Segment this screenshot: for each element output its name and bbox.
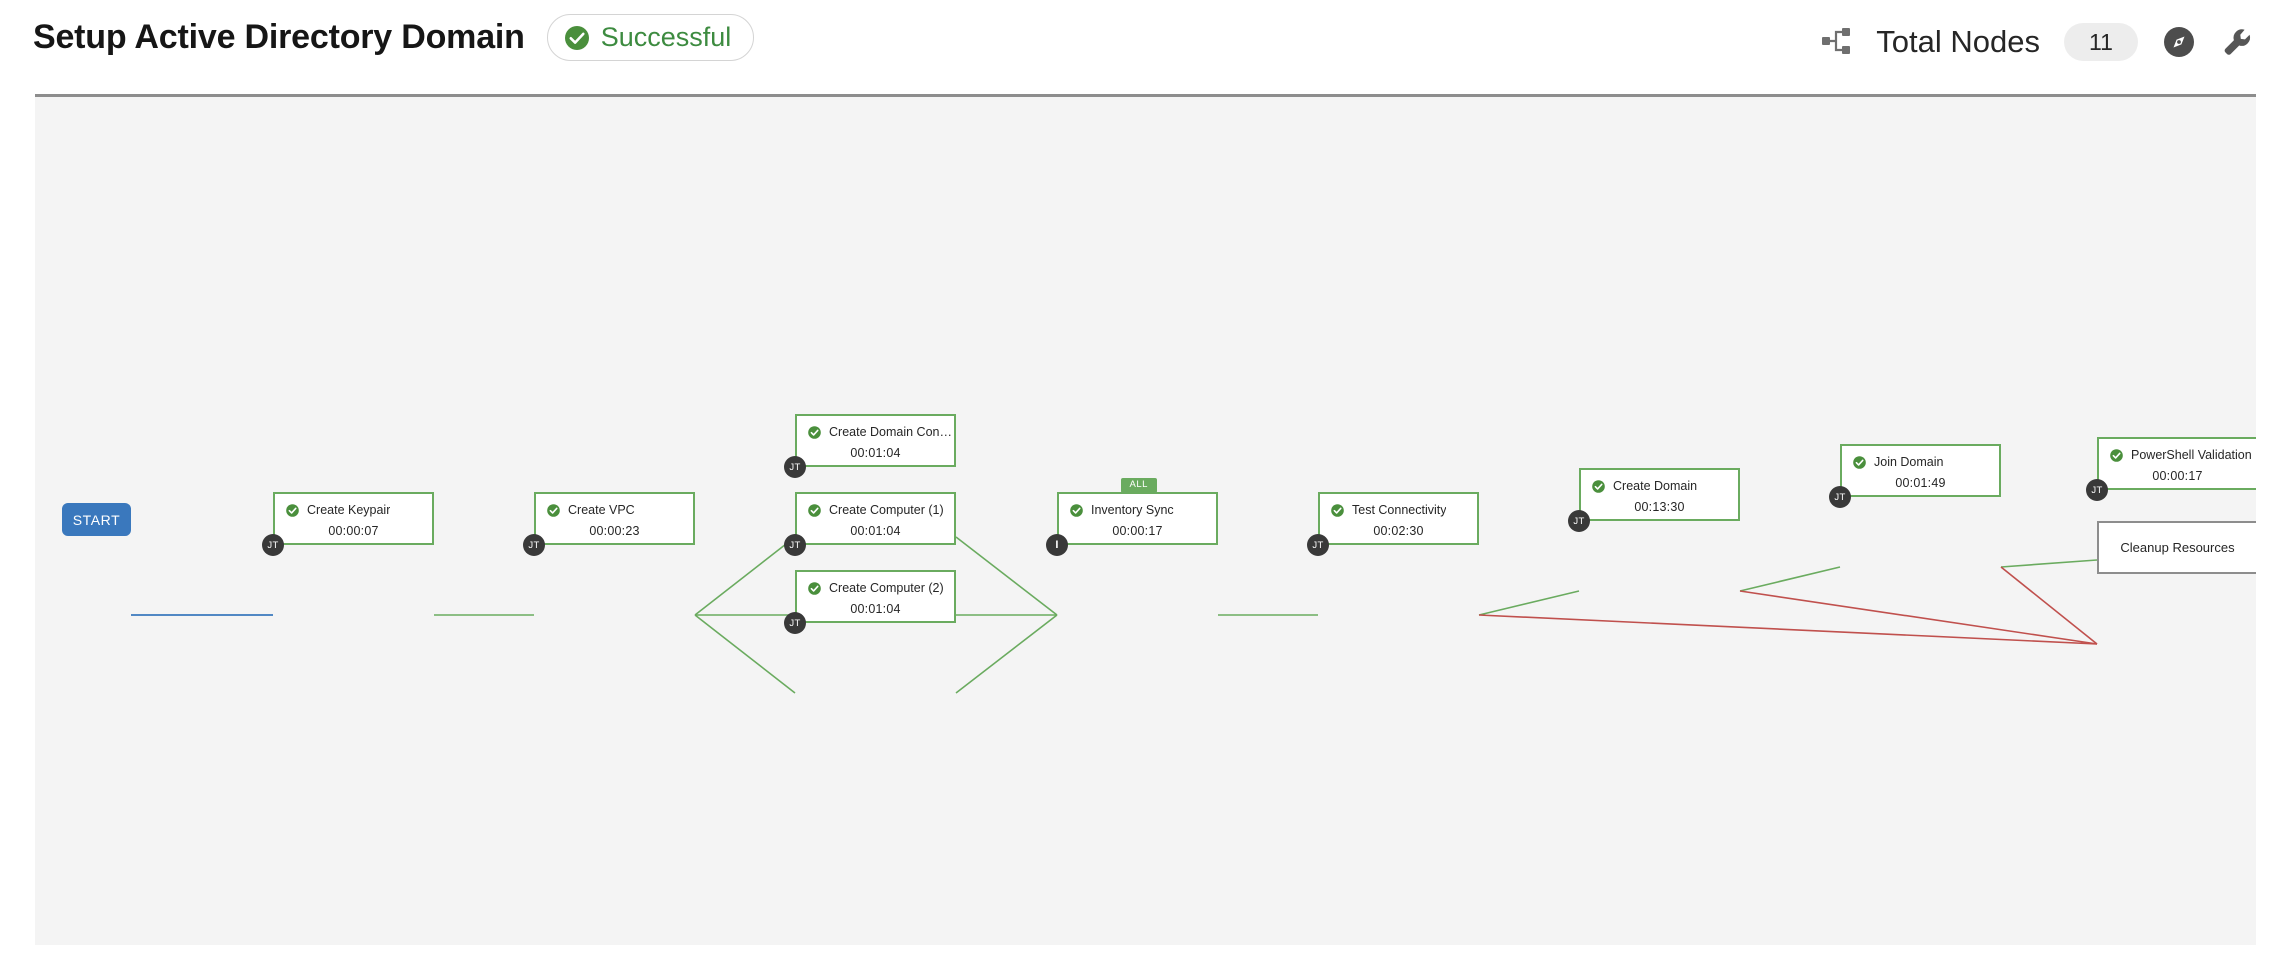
job-template-badge[interactable]: JT [2086, 479, 2108, 501]
canvas-bottom-spacer [35, 945, 2256, 951]
workflow-node-create-domain-controller[interactable]: Create Domain Contr... 00:01:04 [795, 414, 956, 467]
workflow-node-join-domain[interactable]: Join Domain 00:01:49 [1840, 444, 2001, 497]
node-header: Test Connectivity [1320, 499, 1477, 521]
node-header: Create VPC [536, 499, 693, 521]
node-header: Create Computer (2) [797, 577, 954, 599]
status-badge-label: Successful [600, 22, 732, 52]
node-name: Create Domain Contr... [829, 425, 954, 439]
node-name: Cleanup Resources [2120, 540, 2235, 555]
workflow-node-create-computer-1[interactable]: Create Computer (1) 00:01:04 [795, 492, 956, 545]
wrench-icon[interactable] [2220, 25, 2254, 59]
status-badge: Successful [546, 14, 755, 61]
start-node[interactable]: START [62, 503, 131, 536]
workflow-node-test-connectivity[interactable]: Test Connectivity 00:02:30 [1318, 492, 1479, 545]
workflow-node-create-vpc[interactable]: Create VPC 00:00:23 [534, 492, 695, 545]
job-template-badge[interactable]: JT [1307, 534, 1329, 556]
node-name: Join Domain [1874, 455, 1944, 469]
job-template-badge[interactable]: JT [784, 456, 806, 478]
workflow-graph [131, 536, 2098, 694]
node-name: Inventory Sync [1091, 503, 1174, 517]
check-circle-icon [286, 503, 299, 517]
workflow-node-cleanup-resources[interactable]: Cleanup Resources [2097, 521, 2256, 574]
node-header: Join Domain [1842, 451, 1999, 473]
node-elapsed: 00:01:04 [850, 602, 901, 616]
workflow-node-create-computer-2[interactable]: Create Computer (2) 00:01:04 [795, 570, 956, 623]
total-nodes-label: Total Nodes [1876, 24, 2040, 59]
title-group: Setup Active Directory Domain Successful [33, 14, 755, 61]
node-name: Create Computer (2) [829, 581, 944, 595]
check-circle-icon [808, 503, 821, 517]
check-circle-icon [547, 503, 560, 517]
job-template-badge[interactable]: JT [784, 612, 806, 634]
workflow-node-powershell-validation[interactable]: PowerShell Validation 00:00:17 [2097, 437, 2256, 490]
node-header: Create Computer (1) [797, 499, 954, 521]
page-header: Setup Active Directory Domain Successful… [0, 0, 2290, 94]
node-elapsed: 00:02:30 [1373, 524, 1424, 538]
convergence-label: ALL [1120, 478, 1157, 493]
edges-success [434, 536, 2098, 694]
header-toolbar: Total Nodes 11 [1820, 6, 2254, 78]
node-header: Create Domain Contr... [797, 421, 954, 443]
node-elapsed: 00:00:23 [589, 524, 640, 538]
node-elapsed: 00:01:49 [1895, 476, 1946, 490]
job-template-badge[interactable]: JT [784, 534, 806, 556]
check-circle-icon [1853, 455, 1866, 469]
check-circle-icon [1070, 503, 1083, 517]
node-name: Create VPC [568, 503, 635, 517]
node-name: Create Keypair [307, 503, 391, 517]
node-name: Create Computer (1) [829, 503, 944, 517]
check-circle-icon [808, 425, 821, 439]
node-header: PowerShell Validation [2099, 444, 2256, 466]
job-template-badge[interactable]: JT [1568, 510, 1590, 532]
node-elapsed: 00:01:04 [850, 446, 901, 460]
node-elapsed: 00:00:17 [1112, 524, 1163, 538]
node-elapsed: 00:00:07 [328, 524, 379, 538]
check-circle-icon [1331, 503, 1344, 517]
node-elapsed: 00:01:04 [850, 524, 901, 538]
check-circle-icon [808, 581, 821, 595]
workflow-node-inventory-sync[interactable]: Inventory Sync 00:00:17 [1057, 492, 1218, 545]
workflow-node-create-keypair[interactable]: Create Keypair 00:00:07 [273, 492, 434, 545]
node-elapsed: 00:13:30 [1634, 500, 1685, 514]
total-nodes-count: 11 [2064, 23, 2138, 61]
node-header: Create Keypair [275, 499, 432, 521]
node-header: Create Domain [1581, 475, 1738, 497]
check-circle-icon [2110, 448, 2123, 462]
check-circle-icon [1592, 479, 1605, 493]
node-name: Test Connectivity [1352, 503, 1447, 517]
node-name: Create Domain [1613, 479, 1698, 493]
job-template-badge[interactable]: JT [262, 534, 284, 556]
start-node-label: START [72, 511, 121, 528]
node-name: PowerShell Validation [2131, 448, 2252, 462]
edges-failure [1478, 566, 2098, 645]
inventory-badge[interactable]: I [1046, 534, 1068, 556]
compass-icon[interactable] [2162, 25, 2196, 59]
page-title: Setup Active Directory Domain [33, 18, 525, 56]
sitemap-icon [1820, 26, 1852, 58]
node-header: Inventory Sync [1059, 499, 1216, 521]
node-elapsed: 00:00:17 [2152, 469, 2203, 483]
check-circle-icon [564, 25, 590, 51]
job-template-badge[interactable]: JT [1829, 486, 1851, 508]
node-header: Cleanup Resources [2099, 540, 2256, 555]
workflow-node-create-domain[interactable]: Create Domain 00:13:30 [1579, 468, 1740, 521]
job-template-badge[interactable]: JT [523, 534, 545, 556]
